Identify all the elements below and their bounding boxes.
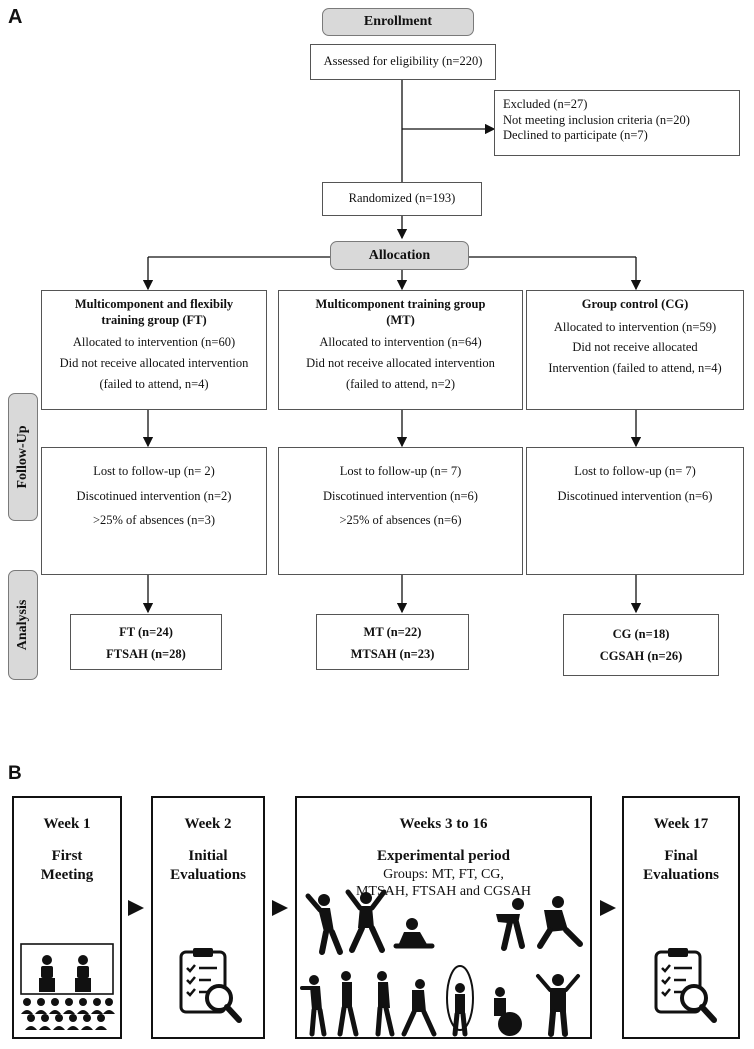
follow-line: Lost to follow-up (n= 2) [93,464,215,478]
follow-line: Lost to follow-up (n= 7) [339,464,462,478]
panel-label-a: A [8,6,23,28]
conference-icon [20,943,115,1030]
analysis-box-mt: MT (n=22) MTSAH (n=23) [316,614,469,670]
week-subtitle: Evaluations [170,866,246,883]
allocation-box-mt: Multicomponent training group (MT) Alloc… [278,290,523,410]
assessed-box: Assessed for eligibility (n=220) [310,44,496,80]
week-groups: Groups: MT, FT, CG, [383,866,504,882]
follow-line: >25% of absences (n=6) [339,513,462,528]
follow-line: Lost to follow-up (n= 7) [574,464,696,478]
follow-up-box-mt: Lost to follow-up (n= 7) Discotinued int… [278,447,523,575]
week-subtitle: Experimental period [377,848,510,864]
exercise-figures-icon [300,889,583,1037]
randomized-text: Randomized (n=193) [348,191,456,206]
group-title: (MT) [386,312,415,327]
weeks-3-16-box: Weeks 3 to 16 Experimental period Groups… [295,796,592,1039]
allocated-line: Intervention (failed to attend, n=4) [548,360,722,375]
group-title: Group control (CG) [581,297,689,311]
follow-line: Discotinued intervention (n=6) [557,488,713,503]
allocation-header: Allocation [330,241,469,270]
follow-line: Discotinued intervention (n=6) [323,488,478,503]
arrow-right-icon [128,900,144,916]
analysis-line: MTSAH (n=23) [350,646,435,661]
follow-up-label: Follow-Up [8,393,38,521]
week-subtitle: Evaluations [643,866,719,883]
excluded-line: Declined to participate (n=7) [503,128,648,143]
allocated-line: Allocated to intervention (n=64) [319,335,482,350]
allocated-line: Allocated to intervention (n=60) [72,335,236,350]
allocated-line: Did not receive allocated intervention [306,355,495,370]
excluded-line: Excluded (n=27) [503,97,588,111]
group-title: Multicomponent and flexibily [74,297,234,311]
week-2-box: Week 2 Initial Evaluations [151,796,265,1039]
allocated-line: Did not receive allocated [572,340,698,355]
arrow-right-icon [600,900,616,916]
allocation-box-ft: Multicomponent and flexibily training gr… [41,290,267,410]
clipboard-magnifier-icon [654,948,717,1023]
allocated-line: (failed to attend, n=4) [99,376,209,391]
analysis-line: FT (n=24) [119,625,173,639]
analysis-line: CGSAH (n=26) [599,648,683,663]
week-1-box: Week 1 First Meeting [12,796,122,1039]
follow-up-box-ft: Lost to follow-up (n= 2) Discotinued int… [41,447,267,575]
allocated-line: Allocated to intervention (n=59) [553,319,717,334]
arrow-right-icon [272,900,288,916]
excluded-line: Not meeting inclusion criteria (n=20) [503,112,690,127]
week-title: Weeks 3 to 16 [399,816,488,832]
allocated-line: (failed to attend, n=2) [345,376,456,391]
randomized-box: Randomized (n=193) [322,182,482,216]
follow-up-box-cg: Lost to follow-up (n= 7) Discotinued int… [526,447,744,575]
follow-up-text: Follow-Up [15,425,30,489]
analysis-box-cg: CG (n=18) CGSAH (n=26) [563,614,719,676]
week-title: Week 17 [653,816,709,832]
week-groups: MTSAH, FTSAH and CGSAH [355,884,532,900]
analysis-text: Analysis [15,599,30,651]
group-title: Multicomponent training group [315,297,486,311]
analysis-line: MT (n=22) [363,625,422,639]
assessed-text: Assessed for eligibility (n=220) [323,54,483,69]
analysis-label: Analysis [8,570,38,680]
week-title: Week 1 [43,816,91,832]
group-title: training group (FT) [101,312,207,327]
week-subtitle: Initial [188,848,228,864]
excluded-box: Excluded (n=27) Not meeting inclusion cr… [494,90,740,156]
allocated-line: Did not receive allocated intervention [59,355,249,370]
week-subtitle: Final [664,848,698,864]
analysis-box-ft: FT (n=24) FTSAH (n=28) [70,614,222,670]
analysis-line: FTSAH (n=28) [106,646,186,661]
week-17-box: Week 17 Final Evaluations [622,796,740,1039]
week-subtitle: Meeting [40,866,94,883]
allocation-box-cg: Group control (CG) Allocated to interven… [526,290,744,410]
analysis-line: CG (n=18) [612,627,670,641]
enrollment-header: Enrollment [322,8,474,36]
panel-label-b: B [8,763,22,784]
follow-line: Discotinued intervention (n=2) [76,488,232,503]
follow-line: >25% of absences (n=3) [92,513,216,528]
week-subtitle: First [51,848,83,864]
clipboard-magnifier-icon [179,948,242,1023]
week-title: Week 2 [184,816,232,832]
